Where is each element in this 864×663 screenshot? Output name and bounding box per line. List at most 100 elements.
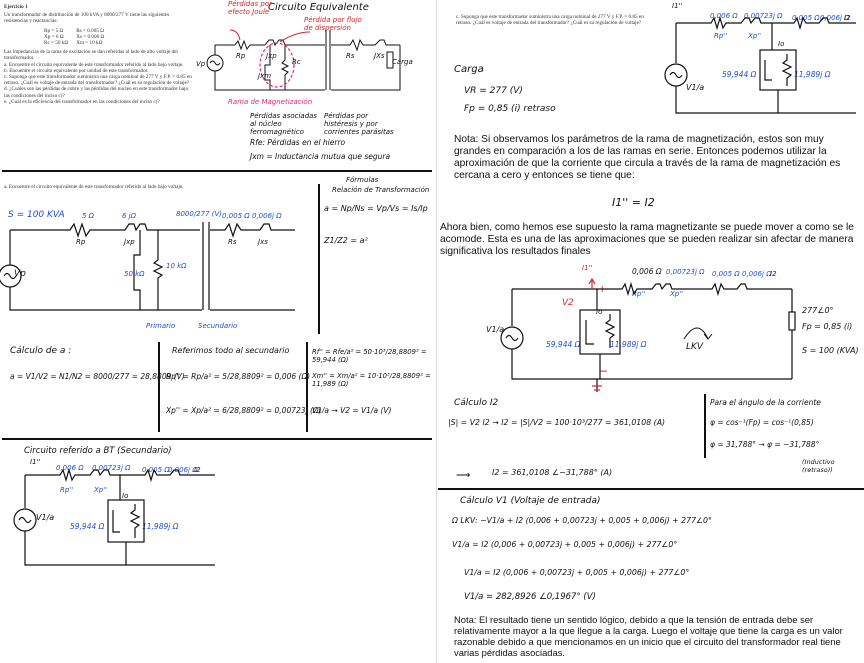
lkv-eq: Ω LKV: −V1/a + I2 (0,006 + 0,00723j + 0,… xyxy=(452,516,712,525)
s-equation: |S| = V2 I2 → I2 = |S|/V2 = 100·10³/277 … xyxy=(448,418,666,427)
m-io: Io xyxy=(596,308,603,316)
exercise-statement: Un transformador de distribución de 100 … xyxy=(4,12,170,25)
tr-rp: Rp'' xyxy=(714,32,728,40)
a-rp: Rp xyxy=(76,238,86,246)
params-right: Rs = 0.005 Ω Xs = 0.006 Ω Xm = 10 kΩ xyxy=(76,28,104,47)
comp-jxs: JXs xyxy=(374,52,385,60)
i2-result: I2 = 361,0108 ∠−31,788° (A) xyxy=(492,468,613,477)
eq-a: V1/a = I2 (0,006 + 0,00723j + 0,005 + 0,… xyxy=(452,540,678,549)
note-histeresis: Pérdidas por histéresis y por corrientes… xyxy=(324,112,394,136)
tr-src: V1/a xyxy=(686,83,705,92)
param-xs: Xs = 0.006 Ω xyxy=(76,33,105,40)
tr-rfe: 59,944 Ω xyxy=(722,70,757,79)
item-c-repeat: c. Suponga que este transformador sumini… xyxy=(456,14,644,27)
carga-fp: Fp = 0,85 (i) retraso xyxy=(464,104,556,114)
top-right-circuit xyxy=(664,15,856,114)
comp-vp: Vp xyxy=(196,60,206,68)
m-x2: 0,006j Ω xyxy=(742,270,772,278)
m-rp: Rp'' xyxy=(632,290,646,298)
a-rs: Rs xyxy=(228,238,237,246)
m-x1: 0,00723j Ω xyxy=(666,268,705,276)
m-i1: I1'' xyxy=(582,264,593,272)
val-xs: 0,006j Ω xyxy=(252,212,282,220)
param-rp: Rp = 5 Ω xyxy=(44,27,64,34)
tr-r1: 0,006 Ω xyxy=(710,12,738,20)
calc-v1-title: Cálculo V1 (Voltaje de entrada) xyxy=(460,496,601,506)
calc-title: Cálculo de a : xyxy=(10,346,72,356)
bt-src: V1/a xyxy=(36,513,55,522)
calc-rp: Rp'' = Rp/a² = 5/28,8809² = 0,006 (Ω) xyxy=(166,372,311,381)
label-carga: Carga xyxy=(392,58,413,66)
middle-right-circuit xyxy=(500,277,796,392)
note-jxm: Jxm = Inductancia mutua que segura xyxy=(250,152,391,161)
param-rc: Rc = 50 kΩ xyxy=(44,40,69,47)
tr-i2: I2 xyxy=(844,14,851,22)
bt-r2: 0,005 Ω xyxy=(142,466,170,474)
m-xp: Xp'' xyxy=(670,290,684,298)
item-a-repeat: a. Encuentre el circuito equivalente de … xyxy=(4,184,184,190)
carga-vr: VR = 277 (V) xyxy=(464,86,523,96)
angle-title: Para el ángulo de la corriente xyxy=(710,398,821,407)
divider-1 xyxy=(2,170,432,172)
sketch-top-circuit xyxy=(206,29,401,91)
tr-xm: 11,989j Ω xyxy=(794,70,831,79)
comp-rp: Rp xyxy=(236,52,246,60)
val-6j: 6 jΩ xyxy=(122,212,136,220)
eq-c: V1/a = 282,8926 ∠0,1967° (V) xyxy=(464,592,596,602)
result-arrow: ⟶ xyxy=(456,470,471,481)
angle-divider xyxy=(704,394,706,458)
phi-note: (Inductivo (retraso)) xyxy=(802,458,835,474)
calc-xm: Xm'' = Xm/a² = 10·10³/28,8809² = 11,989 … xyxy=(312,372,431,388)
calc-a: a = V1/V2 = N1/N2 = 8000/277 = 28,8809 (… xyxy=(10,372,185,381)
a-vp: Vp xyxy=(14,269,26,279)
m-r1: 0,006 Ω xyxy=(632,267,662,276)
m-lkv: LKV xyxy=(686,342,704,352)
note-2: Ahora bien, como hemos ese supuesto la r… xyxy=(440,222,854,257)
section-a-circuit xyxy=(0,222,295,311)
comp-rs: Rs xyxy=(346,52,355,60)
m-rfe: 59,944 Ω xyxy=(546,340,581,349)
label-joule: Pérdidas por efecto Joule xyxy=(228,0,273,16)
item-d: d. ¿Cuáles son las pérdidas de cobre y l… xyxy=(4,86,189,99)
tr-r2: 0,005 Ω xyxy=(792,14,820,22)
val-10k: 10 kΩ xyxy=(166,262,187,270)
phi-2: φ = 31,788° → φ = −31,788° xyxy=(710,440,820,449)
bt-xp: Xp'' xyxy=(94,486,108,494)
a-secundario: Secundario xyxy=(198,322,238,330)
carga-title: Carga xyxy=(454,64,484,75)
s-rating: S = 100 KVA xyxy=(8,210,65,220)
item-c: c. Suponga que este transformador sumini… xyxy=(4,74,192,87)
bt-rp: Rp'' xyxy=(60,486,74,494)
m-xm: 11,989j Ω xyxy=(610,340,647,349)
note-3: Nota: El resultado tiene un sentido lógi… xyxy=(454,614,843,658)
calc-i2-title: Cálculo I2 xyxy=(454,398,499,408)
a-primario: Primario xyxy=(146,322,176,330)
bt-x1: 0,00723j Ω xyxy=(92,464,131,472)
param-rs: Rs = 0.005 Ω xyxy=(76,27,105,34)
exercise-block: Ejercicio 1 Un transformador de distribu… xyxy=(4,4,194,114)
bt-i1: I1'' xyxy=(30,458,41,466)
exercise-title: Ejercicio 1 xyxy=(4,4,28,10)
m-r2: 0,005 Ω xyxy=(712,270,740,278)
calc-xp: Xp'' = Xp/a² = 6/28,8809² = 0,00723j (Ω) xyxy=(166,406,322,415)
bt-title: Circuito referido a BT (Secundario) xyxy=(24,446,172,456)
divider-3 xyxy=(438,488,864,490)
a-jxp: Jxp xyxy=(124,238,135,246)
divider-2 xyxy=(2,438,432,440)
param-xm: Xm = 10 kΩ xyxy=(76,40,103,47)
bt-x2: 0,006j Ω xyxy=(168,466,198,474)
bt-rfe: 59,944 Ω xyxy=(70,522,105,531)
m-load-s: S = 100 (KVA) xyxy=(802,346,859,355)
m-load-fp: Fp = 0,85 (i) xyxy=(802,322,853,331)
item-e: e. ¿Cuál es la eficiencia del transforma… xyxy=(4,98,160,105)
ref-title: Referimos todo al secundario xyxy=(172,346,290,355)
calc-divider xyxy=(158,342,160,432)
eq-b: V1/a = I2 (0,006 + 0,00723j + 0,005 + 0,… xyxy=(464,568,690,577)
note-rfe: Rfe: Pérdidas en el hierro xyxy=(250,138,346,147)
formula-1: a = Np/Ns = Vp/Vs = Is/Ip xyxy=(324,204,428,213)
m-minus: − xyxy=(598,364,609,378)
tr-i1: I1'' xyxy=(672,2,683,10)
params-left: Rp = 5 Ω Xp = 6 Ω Rc = 50 kΩ xyxy=(44,28,68,47)
label-magnetizacion: Rama de Magnetización xyxy=(228,98,313,106)
label-dispersion: Pérdida por flujo de dispersión xyxy=(304,16,362,32)
